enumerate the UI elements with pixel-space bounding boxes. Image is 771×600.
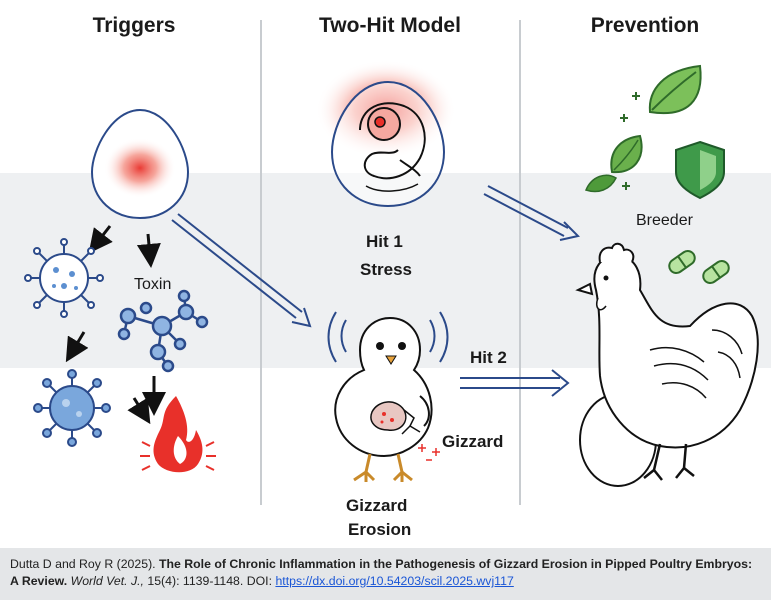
fire-icon bbox=[140, 396, 216, 473]
leaf-icon bbox=[648, 64, 702, 115]
citation-authors: Dutta D and Roy R (2025). bbox=[10, 557, 156, 571]
trigger-arrow bbox=[127, 397, 151, 425]
toxin-label: Toxin bbox=[134, 276, 172, 293]
trigger-arrow bbox=[88, 225, 113, 254]
hen-icon bbox=[575, 242, 759, 487]
flow-arrow bbox=[483, 185, 580, 241]
chick-icon bbox=[327, 311, 449, 482]
virus-icon bbox=[24, 238, 104, 318]
column-title-prevention: Prevention bbox=[590, 14, 700, 37]
embryo-egg-icon bbox=[316, 60, 456, 208]
doi-link[interactable]: https://dx.doi.org/10.54203/scil.2025.wv… bbox=[275, 574, 514, 588]
toxin-molecule-icon bbox=[117, 289, 209, 373]
hit2-label: Hit 2 bbox=[470, 348, 507, 367]
hit1-stress-label: Stress bbox=[360, 260, 412, 279]
citation-details: 15(4): 1139-1148. DOI: bbox=[147, 574, 273, 588]
capsule-icon bbox=[668, 249, 696, 275]
leaf-icon bbox=[584, 174, 617, 193]
gizzard-erosion-label-line2: Erosion bbox=[348, 520, 412, 539]
capsule-icon bbox=[702, 259, 730, 285]
breeder-label: Breeder bbox=[636, 212, 693, 229]
hit1-label: Hit 1 bbox=[366, 232, 403, 251]
citation-title: The Role of Chronic Inflammation in the … bbox=[10, 557, 753, 588]
hit2-arrow bbox=[460, 369, 570, 397]
sparkle-icon bbox=[620, 92, 640, 190]
citation-footer: Dutta D and Roy R (2025). The Role of Ch… bbox=[0, 548, 771, 600]
gizzard-erosion-label-line1: Gizzard bbox=[346, 496, 408, 515]
citation-journal: World Vet. J., bbox=[70, 574, 144, 588]
column-divider bbox=[260, 20, 262, 505]
illustration-canvas bbox=[24, 60, 759, 487]
virus-icon bbox=[33, 369, 111, 447]
shield-icon bbox=[675, 140, 725, 200]
leaf-icon bbox=[610, 134, 643, 174]
trigger-arrow bbox=[65, 331, 89, 363]
column-title-two-hit-model: Two-Hit Model bbox=[319, 14, 461, 37]
flow-arrow bbox=[171, 213, 312, 328]
gizzard-label: Gizzard bbox=[442, 432, 504, 451]
column-title-triggers: Triggers bbox=[92, 14, 176, 37]
egg-icon bbox=[90, 108, 190, 220]
trigger-arrow bbox=[136, 233, 161, 268]
column-divider bbox=[519, 20, 521, 505]
